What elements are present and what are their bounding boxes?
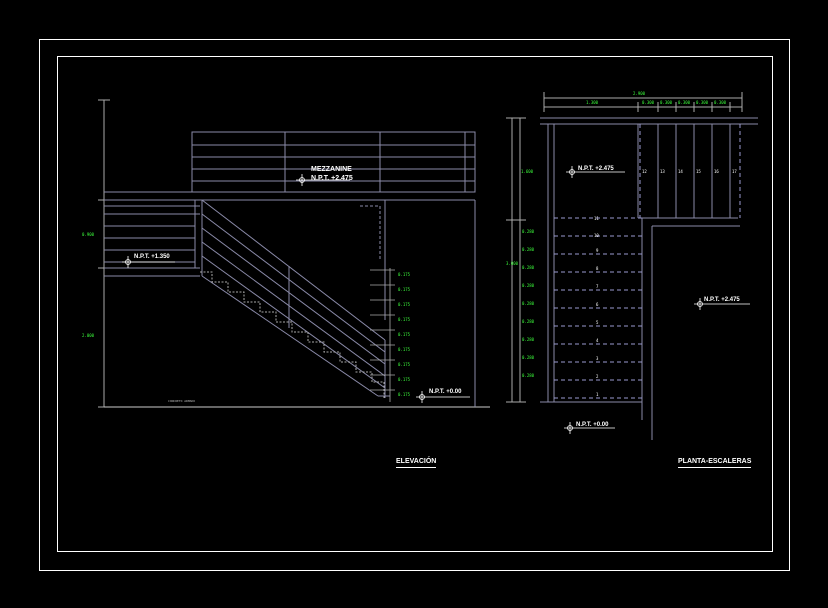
step-number: 6 [596,302,599,307]
plan-small-dim: 0.280 [522,337,535,342]
riser-dim: 0.175 [398,377,411,382]
plan-top-dim: 0.300 [642,100,655,105]
plan-top-dim-total: 2.900 [633,91,646,96]
riser-dim: 0.175 [398,302,411,307]
elev-left-dim-1: 0.900 [82,232,95,237]
mezzanine-label: MEZZANINE N.P.T. +2.475 [311,165,353,183]
plan-view [506,92,758,440]
step-number: 7 [596,284,599,289]
step-number: 8 [596,266,599,271]
step-number: 1 [596,392,599,397]
plan-small-dim: 0.280 [522,283,535,288]
top-step-number: 17 [732,169,737,174]
elevation-view [98,99,490,408]
plan-upper-level: N.P.T. +2.475 [578,166,614,172]
riser-dim: 0.175 [398,332,411,337]
top-step-number: 12 [642,169,647,174]
elev-left-dim-2: 2.000 [82,333,95,338]
plan-step-lines [554,124,741,399]
plan-lower-level: N.P.T. +0.00 [576,422,609,428]
top-step-number: 14 [678,169,683,174]
base-note: CONCRETO ARMADO [168,399,196,403]
plan-small-dim: 0.280 [522,247,535,252]
plan-top-dim: 0.300 [696,100,709,105]
plan-left-dim-2: 3.000 [506,261,519,266]
step-number: 3 [596,356,599,361]
plan-title: PLANTA-ESCALERAS [678,458,752,468]
elevation-title: ELEVACIÓN [396,458,437,468]
riser-dim: 0.175 [398,392,411,397]
plan-small-dim: 0.280 [522,373,535,378]
level-markers-elevation [122,174,470,403]
mezzanine-level: N.P.T. +2.475 [311,175,353,182]
level-markers-plan [564,166,750,434]
plan-small-dim: 0.280 [522,319,535,324]
plan-small-dim: 0.280 [522,355,535,360]
riser-dim: 0.175 [398,317,411,322]
outer-frame [39,39,790,571]
landing-level: N.P.T. +1.350 [134,254,170,260]
plan-top-dim: 0.300 [678,100,691,105]
plan-right-level: N.P.T. +2.475 [704,297,740,303]
top-step-number: 16 [714,169,719,174]
step-number: 10 [594,233,599,238]
step-number: 9 [596,248,599,253]
riser-dim: 0.175 [398,287,411,292]
floor-level: N.P.T. +0.00 [429,389,462,395]
mezzanine-name: MEZZANINE [311,166,352,173]
plan-top-dim: 0.300 [660,100,673,105]
step-number: 5 [596,320,599,325]
riser-dim: 0.175 [398,362,411,367]
plan-left-dim-1: 1.600 [521,169,534,174]
plan-top-dim: 1.300 [586,100,599,105]
riser-dimension-lines [370,268,395,402]
step-number: 11 [594,216,599,221]
step-number: 4 [596,338,599,343]
plan-top-dim: 0.300 [714,100,727,105]
step-number: 2 [596,374,599,379]
riser-dim: 0.175 [398,272,411,277]
plan-small-dim: 0.280 [522,301,535,306]
plan-small-dim: 0.280 [522,229,535,234]
riser-dim: 0.175 [398,347,411,352]
top-step-number: 15 [696,169,701,174]
stair-steps-elevation [200,271,385,398]
top-step-number: 13 [660,169,665,174]
plan-small-dim: 0.280 [522,265,535,270]
inner-frame [57,56,773,552]
